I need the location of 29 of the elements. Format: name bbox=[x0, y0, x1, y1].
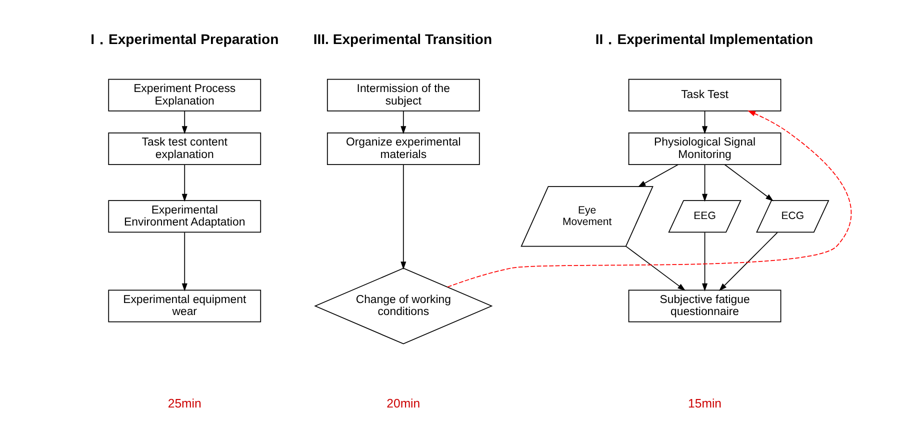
arrow bbox=[702, 110, 708, 134]
arrow bbox=[400, 110, 406, 134]
arrow bbox=[400, 164, 406, 270]
label: 25min bbox=[168, 396, 202, 411]
node-box: Physiological Signal Monitoring bbox=[628, 132, 782, 165]
label: 15min bbox=[688, 396, 722, 411]
arrow bbox=[182, 232, 188, 292]
arrow bbox=[718, 232, 778, 291]
arrow bbox=[447, 110, 852, 288]
node-box: Experimental Environment Adaptation bbox=[108, 200, 262, 233]
arrow bbox=[182, 110, 188, 134]
node-box: Experimental equipment wear bbox=[108, 290, 262, 322]
arrow bbox=[702, 232, 708, 292]
label: 20min bbox=[386, 396, 420, 411]
node-box: Intermission of the subject bbox=[326, 78, 480, 112]
arrow bbox=[724, 164, 774, 202]
node-box: Task test content explanation bbox=[108, 132, 262, 165]
node-diamond: Change of working conditions bbox=[314, 268, 493, 344]
label: III. Experimental Transition bbox=[313, 31, 492, 48]
node-box: Experiment Process Explanation bbox=[108, 78, 262, 112]
arrow bbox=[638, 164, 678, 188]
arrow bbox=[182, 164, 188, 202]
node-box: Task Test bbox=[628, 78, 782, 112]
label: I．Experimental Preparation bbox=[90, 31, 279, 48]
node-box: Organize experimental materials bbox=[326, 132, 480, 165]
label: II．Experimental Implementation bbox=[595, 31, 814, 48]
node-box: Subjective fatigue questionnaire bbox=[628, 290, 782, 322]
arrow bbox=[625, 246, 686, 291]
arrow bbox=[702, 164, 708, 202]
